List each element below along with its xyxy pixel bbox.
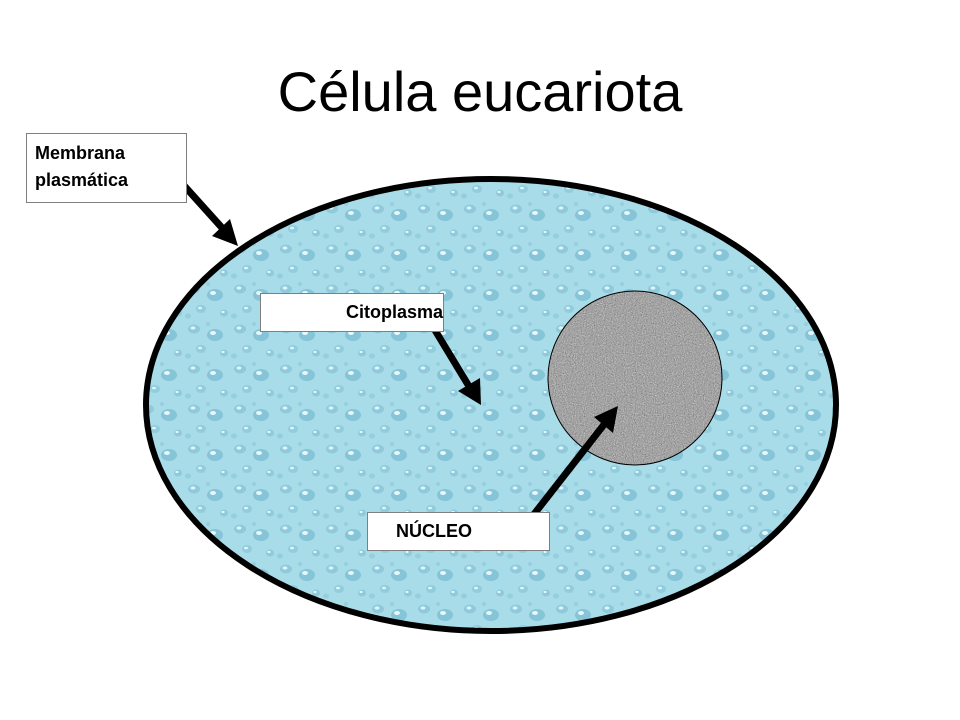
- cytoplasm-label: Citoplasma: [260, 293, 444, 332]
- nucleus-label: NÚCLEO: [367, 512, 550, 551]
- membrane-label-line2: plasmática: [35, 170, 129, 190]
- nucleus-texture: [548, 291, 722, 465]
- cytoplasm-label-text: Citoplasma: [345, 302, 443, 322]
- nucleus-label-text: NÚCLEO: [396, 521, 472, 541]
- nucleus-outline: [547, 290, 723, 466]
- membrane-label: Membrana plasmática: [26, 133, 187, 203]
- membrane-label-line1: Membrana: [35, 143, 126, 163]
- cytoplasm-region: [143, 176, 839, 634]
- slide-title: Célula eucariota: [277, 60, 683, 123]
